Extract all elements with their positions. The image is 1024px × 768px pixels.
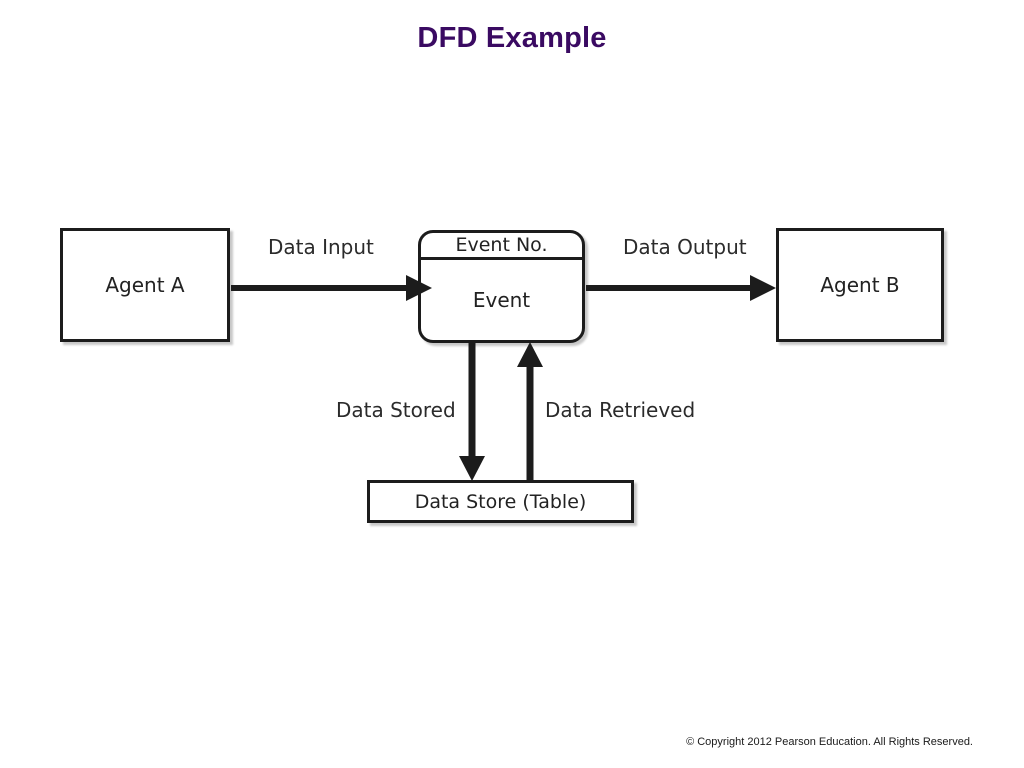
page-title: DFD Example (417, 22, 607, 54)
node-data-store[interactable]: Data Store (Table) (367, 480, 634, 523)
arrow-data-retrieved (517, 342, 543, 481)
node-event-header-label: Event No. (455, 234, 548, 256)
arrow-data-output (586, 275, 776, 301)
node-agent-b-label: Agent B (820, 273, 900, 297)
flow-label-data-input: Data Input (268, 235, 374, 259)
node-event[interactable]: Event No. Event (418, 230, 585, 343)
arrow-data-output-head (750, 275, 776, 301)
copyright-notice: © Copyright 2012 Pearson Education. All … (686, 736, 973, 748)
node-data-store-label: Data Store (Table) (414, 490, 587, 513)
flow-label-data-stored: Data Stored (336, 398, 456, 422)
node-agent-a[interactable]: Agent A (60, 228, 230, 342)
node-event-body: Event (421, 260, 582, 340)
node-event-header: Event No. (421, 233, 582, 260)
flow-label-data-output: Data Output (623, 235, 747, 259)
node-agent-b[interactable]: Agent B (776, 228, 944, 342)
arrow-data-stored-head (459, 456, 485, 481)
node-agent-a-label: Agent A (105, 273, 185, 297)
arrow-data-stored (459, 343, 485, 481)
arrow-data-retrieved-head (517, 342, 543, 367)
flow-label-data-retrieved: Data Retrieved (545, 398, 696, 422)
arrow-data-input (231, 275, 432, 301)
node-event-label: Event (472, 288, 531, 312)
